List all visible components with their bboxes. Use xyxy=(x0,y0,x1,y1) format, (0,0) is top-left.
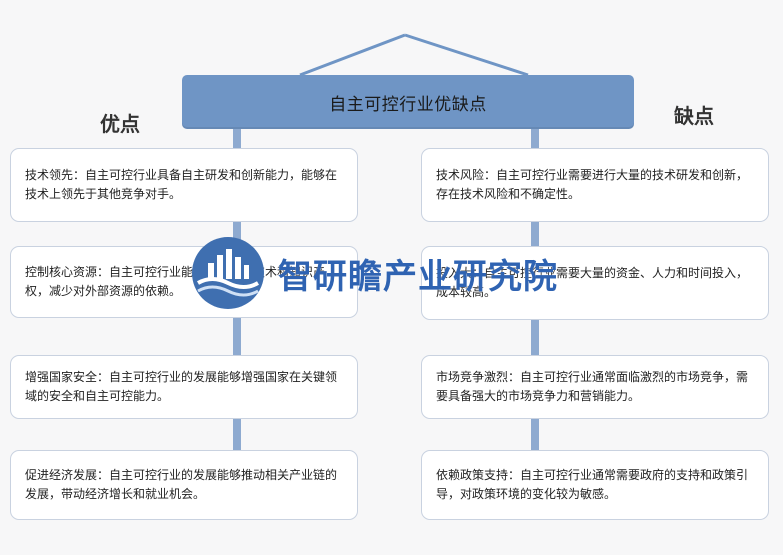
cons-card-3: 市场竞争激烈：自主可控行业通常面临激烈的市场竞争，需要具备强大的市场竞争力和营销… xyxy=(421,355,769,419)
pros-heading: 优点 xyxy=(100,112,140,136)
hanger-left-line xyxy=(299,33,406,77)
cons-card-2: 投入大：自主可控行业需要大量的资金、人力和时间投入，成本较高。 xyxy=(421,246,769,320)
hanger-right-line xyxy=(404,33,529,77)
title-bar: 自主可控行业优缺点 xyxy=(182,75,634,129)
pros-card-4-text: 促进经济发展：自主可控行业的发展能够推动相关产业链的发展，带动经济增长和就业机会… xyxy=(25,468,338,501)
pros-card-3-text: 增强国家安全：自主可控行业的发展能够增强国家在关键领域的安全和自主可控能力。 xyxy=(25,370,338,403)
cons-card-3-text: 市场竞争激烈：自主可控行业通常面临激烈的市场竞争，需要具备强大的市场竞争力和营销… xyxy=(436,370,749,403)
pros-card-1-text: 技术领先：自主可控行业具备自主研发和创新能力，能够在技术上领先于其他竞争对手。 xyxy=(25,168,338,201)
cons-card-1-text: 技术风险：自主可控行业需要进行大量的技术研发和创新，存在技术风险和不确定性。 xyxy=(436,168,749,201)
diagram-title: 自主可控行业优缺点 xyxy=(329,94,487,115)
cons-card-4-text: 依赖政策支持：自主可控行业通常需要政府的支持和政策引导，对政策环境的变化较为敏感… xyxy=(436,468,749,501)
watermark-text: 智研瞻产业研究院 xyxy=(278,256,558,297)
watermark-logo-icon xyxy=(192,237,264,309)
cons-card-1: 技术风险：自主可控行业需要进行大量的技术研发和创新，存在技术风险和不确定性。 xyxy=(421,148,769,222)
pros-card-4: 促进经济发展：自主可控行业的发展能够推动相关产业链的发展，带动经济增长和就业机会… xyxy=(10,450,358,520)
cons-heading: 缺点 xyxy=(674,104,714,128)
cons-card-2-text: 投入大：自主可控行业需要大量的资金、人力和时间投入，成本较高。 xyxy=(436,266,749,299)
pros-card-3: 增强国家安全：自主可控行业的发展能够增强国家在关键领域的安全和自主可控能力。 xyxy=(10,355,358,419)
watermark: 智研瞻产业研究院 xyxy=(192,233,592,313)
pros-card-1: 技术领先：自主可控行业具备自主研发和创新能力，能够在技术上领先于其他竞争对手。 xyxy=(10,148,358,222)
cons-card-4: 依赖政策支持：自主可控行业通常需要政府的支持和政策引导，对政策环境的变化较为敏感… xyxy=(421,450,769,520)
